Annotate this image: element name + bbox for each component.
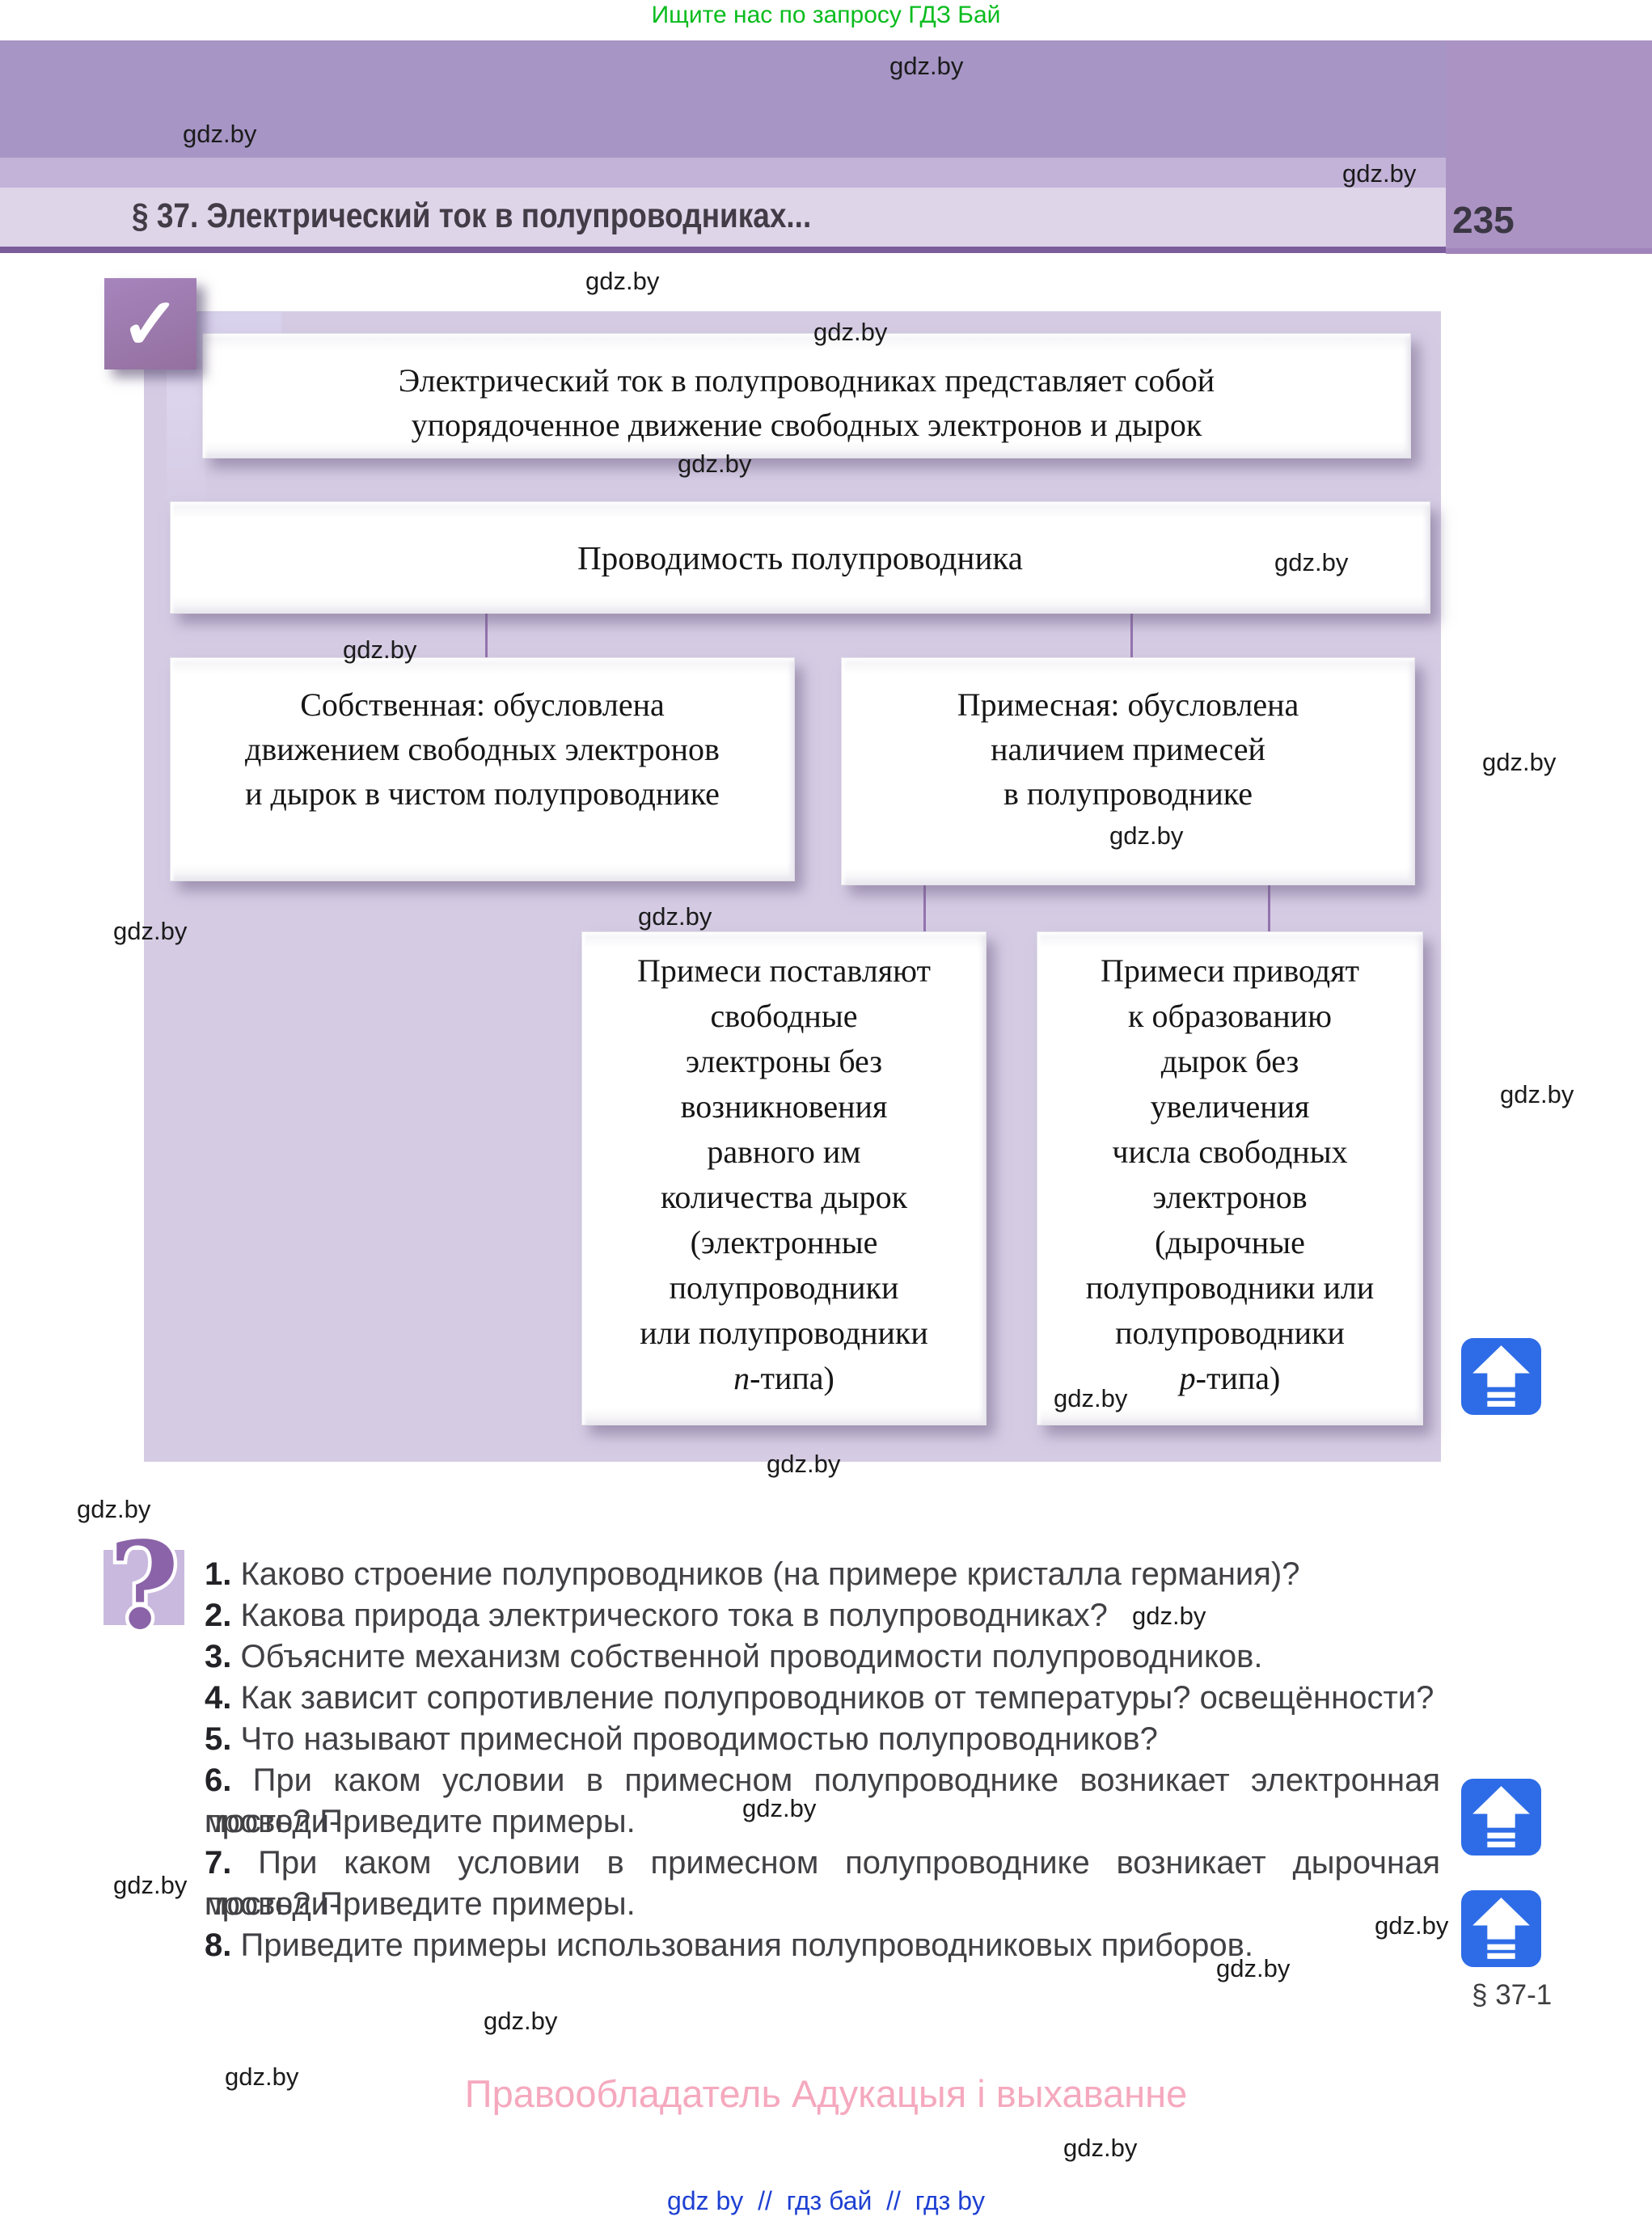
gdz-watermark: gdz.by (113, 1871, 188, 1899)
question-number: 5. (205, 1721, 232, 1757)
impurity-conductivity-box: Примесная: обусловлена наличием примесей в… (841, 657, 1415, 885)
p-type-box-line: Примеси приводят (1100, 952, 1360, 989)
connector-line (1268, 885, 1270, 933)
jump-top-icon[interactable] (1460, 1778, 1542, 1856)
header-side-column (1446, 40, 1652, 248)
n-type-box-line: Примеси поставляют (637, 952, 931, 989)
connector-line (1130, 612, 1133, 659)
question-text: мость? Приведите примеры. (205, 1804, 636, 1839)
definition-box-line: Электрический ток в полупроводниках пред… (398, 362, 1215, 399)
gdz-watermark: gdz.by (1500, 1080, 1574, 1108)
question-text: мость? Приведите примеры. (205, 1886, 636, 1922)
p-type-box-line: p-типа) (1179, 1360, 1281, 1396)
n-type-box-line: (электронные (690, 1224, 878, 1260)
question-text: При каком условии в примесном полупровод… (205, 1763, 1440, 1839)
question-number: 1. (205, 1556, 232, 1592)
paragraph-reference: § 37-1 (1472, 1979, 1553, 2011)
n-type-box-line: электроны без (685, 1043, 883, 1079)
question-number: 2. (205, 1598, 232, 1633)
question-line: 1. Каково строение полупроводников (на п… (205, 1554, 1440, 1595)
question-text: Приведите примеры использования полупров… (240, 1927, 1253, 1963)
n-type-box-line: или полупроводники (640, 1315, 928, 1351)
question-line: 5. Что называют примесной проводимостью … (205, 1719, 1440, 1760)
header-rule (0, 247, 1446, 253)
decor-ribbon-vertical (167, 369, 205, 519)
p-type-box-line: числа свободных (1112, 1134, 1348, 1170)
p-type-box-line: полупроводники или (1085, 1269, 1375, 1306)
question-line: 3. Объясните механизм собственной провод… (205, 1636, 1440, 1678)
intrinsic-conductivity-box: Собственная: обусловлена движением свобод… (170, 657, 795, 881)
conductivity-box: Проводимость полупроводника (170, 501, 1430, 614)
jump-top-icon[interactable] (1460, 1337, 1542, 1416)
gdz-watermark: gdz.by (585, 267, 660, 295)
impurity-box-line: в полупроводнике (1003, 775, 1253, 812)
header-rule-right (1446, 248, 1652, 254)
definition-box-line: упорядоченное движение свободных электро… (411, 407, 1202, 443)
header-band-light (0, 188, 1446, 247)
question-number: 3. (205, 1639, 232, 1674)
n-type-box-line: n-типа) (733, 1360, 834, 1396)
question-text: При каком условии в примесном полупровод… (205, 1845, 1440, 1922)
question-number: 7. (205, 1845, 232, 1881)
n-type-box-line: возникновения (680, 1088, 888, 1125)
checkmark-badge: ✓ (104, 278, 196, 369)
p-type-box-line: электронов (1152, 1179, 1308, 1215)
n-type-box-line: свободные (710, 998, 858, 1034)
header-band-dark (0, 40, 1446, 158)
question-mark-icon: ? (97, 1512, 210, 1670)
question-text: Объясните механизм собственной проводимо… (240, 1639, 1263, 1674)
question-line: 6. При каком условии в примесном полупро… (205, 1760, 1440, 1839)
question-line: 8. Приведите примеры использования полуп… (205, 1925, 1440, 1966)
p-type-box-line: увеличения (1150, 1088, 1310, 1125)
svg-text:?: ? (109, 1524, 180, 1656)
p-type-box: Примеси приводят к образованию дырок без ув… (1037, 931, 1423, 1425)
p-type-box-line: полупроводники (1115, 1315, 1345, 1351)
n-type-box: Примеси поставляют свободные электроны без… (581, 931, 987, 1425)
header-band-mid (0, 158, 1446, 188)
questions-list: 1. Каково строение полупроводников (на п… (205, 1554, 1440, 1966)
jump-top-icon[interactable] (1460, 1889, 1542, 1968)
promo-banner-text: Ищите нас по запросу ГДЗ Бай (651, 2, 1001, 28)
question-line: мость? Приведите примеры. (205, 1801, 1440, 1843)
p-type-box-line: дырок без (1160, 1043, 1299, 1079)
n-type-box-line: равного им (707, 1134, 861, 1170)
question-line: 4. Как зависит сопротивление полупроводн… (205, 1678, 1440, 1719)
conductivity-box-line: Проводимость полупроводника (577, 538, 1023, 576)
copyright-text: Правообладатель Адукацыя і выхаванне (464, 2072, 1188, 2115)
gdz-watermark: gdz.by (1063, 2134, 1138, 2162)
question-line: 7. При каком условии в примесном полупро… (205, 1843, 1440, 1922)
definition-box: Электрический ток в полупроводниках пред… (202, 333, 1411, 458)
p-type-box-line: (дырочные (1155, 1224, 1305, 1260)
connector-line (485, 612, 488, 659)
checkmark-icon: ✓ (120, 283, 180, 364)
gdz-watermark: gdz.by (1482, 748, 1557, 776)
intrinsic-box-line: движением свободных электронов (245, 731, 720, 767)
gdz-watermark: gdz.by (77, 1495, 151, 1523)
question-text: Каково строение полупроводников (на прим… (240, 1556, 1300, 1592)
intrinsic-box-line: Собственная: обусловлена (300, 686, 665, 723)
question-number: 6. (205, 1763, 232, 1798)
p-type-box-line: к образованию (1128, 998, 1332, 1034)
n-type-box-line: количества дырок (660, 1179, 908, 1215)
question-text: Что называют примесной проводимостью пол… (240, 1721, 1158, 1757)
footer-links[interactable]: gdz by // гдз бай // гдз by (667, 2186, 985, 2215)
page-title: § 37. Электрический ток в полупроводника… (132, 196, 812, 235)
n-type-box-line: полупроводники (669, 1269, 899, 1306)
impurity-box-line: Примесная: обусловлена (957, 686, 1299, 723)
question-line: 2. Какова природа электрического тока в … (205, 1595, 1440, 1636)
question-number: 4. (205, 1680, 232, 1716)
intrinsic-box-line: и дырок в чистом полупроводнике (245, 775, 720, 812)
question-text: Как зависит сопротивление полупроводнико… (240, 1680, 1434, 1716)
question-text: Какова природа электрического тока в пол… (240, 1598, 1108, 1633)
impurity-box-line: наличием примесей (991, 731, 1265, 767)
question-number: 8. (205, 1927, 232, 1963)
gdz-watermark: gdz.by (484, 2007, 558, 2035)
question-line: мость? Приведите примеры. (205, 1884, 1440, 1925)
connector-line (923, 885, 926, 933)
page-number: 235 (1452, 199, 1515, 241)
